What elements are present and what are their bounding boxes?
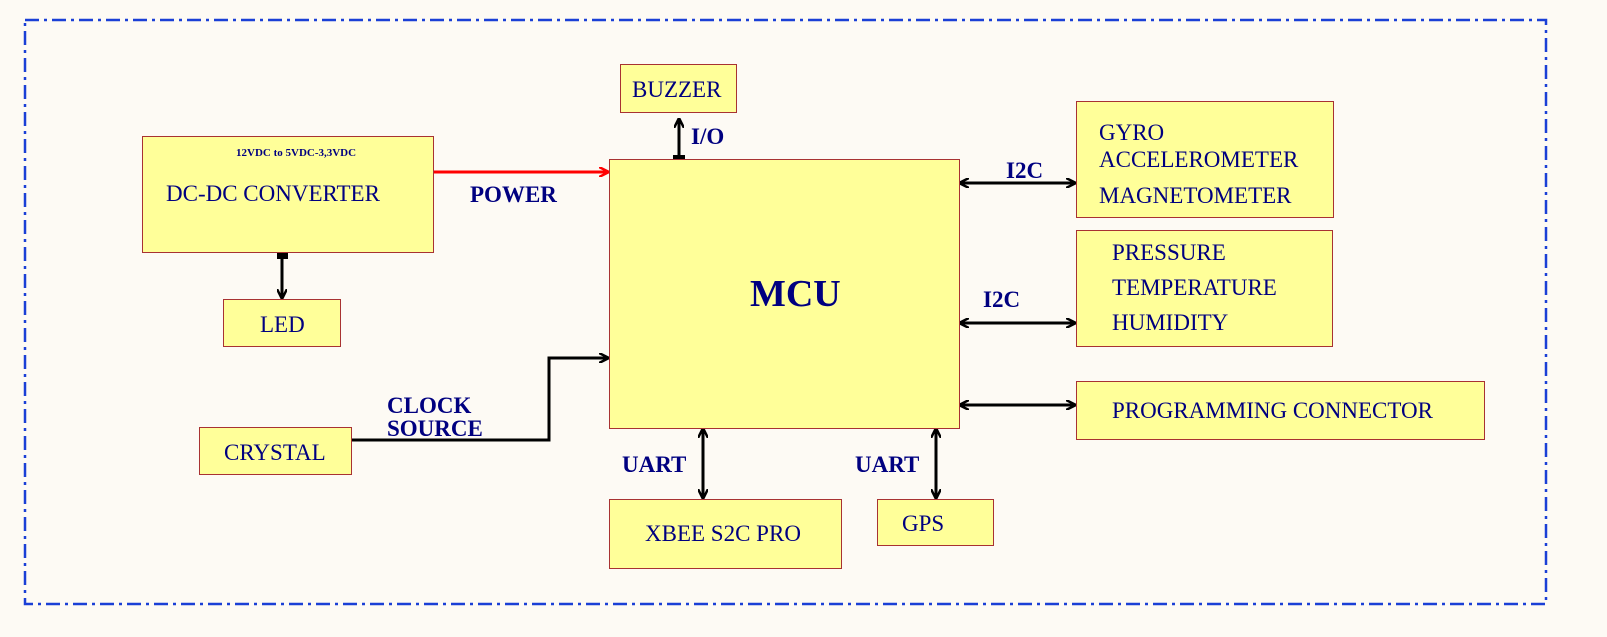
- mcu-block: MCU: [609, 159, 960, 429]
- imu-line-accelerometer: ACCELEROMETER: [1099, 147, 1299, 172]
- io-label: I/O: [691, 124, 725, 149]
- buzzer-block: BUZZER: [620, 64, 737, 113]
- buzzer-label: BUZZER: [632, 77, 722, 102]
- crystal-label: CRYSTAL: [224, 440, 326, 465]
- clock-arrow: [352, 358, 608, 442]
- uart-xbee-label: UART: [622, 452, 687, 477]
- crystal-block: CRYSTAL: [199, 427, 352, 475]
- env-block: PRESSURE TEMPERATURE HUMIDITY: [1076, 230, 1333, 347]
- xbee-label: XBEE S2C PRO: [645, 521, 801, 546]
- clock-label-line1: CLOCK: [387, 393, 472, 418]
- gps-label: GPS: [902, 511, 945, 536]
- power-label: POWER: [470, 182, 557, 207]
- uart-gps-label: UART: [855, 452, 920, 477]
- gps-block: GPS: [877, 499, 994, 546]
- imu-block: GYRO ACCELEROMETER MAGNETOMETER: [1076, 101, 1334, 218]
- dcdc-converter-block: 12VDC to 5VDC-3,3VDC DC-DC CONVERTER: [142, 136, 434, 253]
- imu-line-magnetometer: MAGNETOMETER: [1099, 183, 1292, 208]
- env-line-pressure: PRESSURE: [1112, 240, 1226, 265]
- i2c-imu-label: I2C: [1006, 158, 1044, 183]
- led-block: LED: [223, 299, 341, 347]
- led-connector-node: [277, 248, 288, 259]
- env-line-temperature: TEMPERATURE: [1112, 275, 1277, 300]
- frame-border: [23, 18, 1548, 606]
- programming-connector-block: PROGRAMMING CONNECTOR: [1076, 381, 1485, 440]
- i2c-env-label: I2C: [983, 287, 1021, 312]
- env-line-humidity: HUMIDITY: [1112, 310, 1229, 335]
- imu-line-gyro: GYRO: [1099, 120, 1165, 145]
- xbee-block: XBEE S2C PRO: [609, 499, 842, 569]
- led-label: LED: [260, 312, 305, 337]
- dcdc-title: DC-DC CONVERTER: [166, 181, 380, 206]
- clock-label-line2: SOURCE: [387, 416, 483, 441]
- mcu-label: MCU: [750, 273, 841, 315]
- programming-connector-label: PROGRAMMING CONNECTOR: [1112, 398, 1433, 423]
- dcdc-subtitle: 12VDC to 5VDC-3,3VDC: [236, 147, 357, 159]
